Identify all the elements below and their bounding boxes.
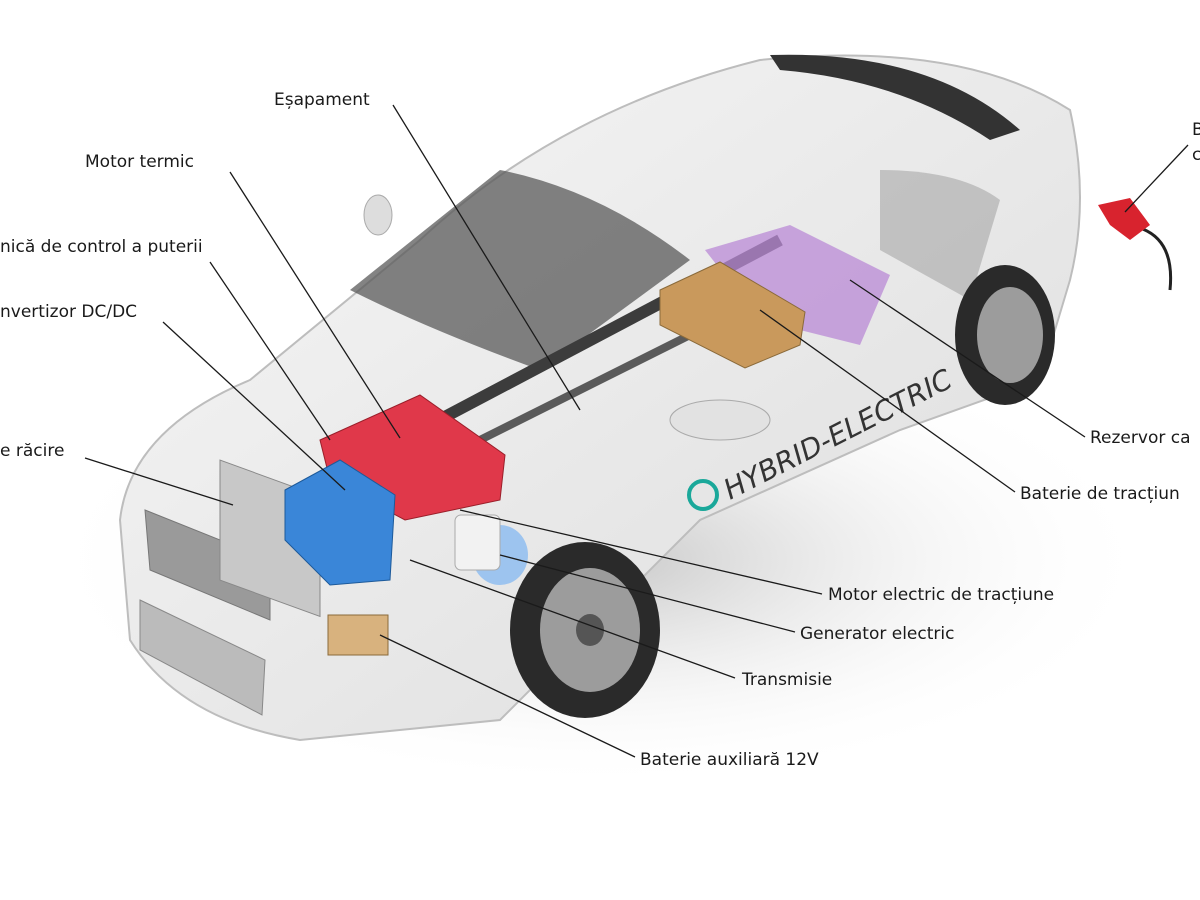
label-traction-motor: Motor electric de tracțiune [828,585,1055,605]
cable [458,326,702,454]
leader-power-control [209,261,331,441]
leader-aux-battery [379,634,636,758]
rear-wheel [955,265,1055,405]
mirror [669,399,771,441]
label-traction-battery: Baterie de tracțiun [1020,484,1180,504]
side-mirror-left [363,194,393,236]
leader-cooling [84,457,234,506]
label-transmission: Transmisie [742,670,833,690]
aux-battery-component [327,614,389,656]
hybrid-logo [687,479,719,511]
coolant-reservoir [454,514,501,571]
label-fuel-pump-line2: c [1192,145,1200,165]
windshield [350,170,690,370]
front-wheel [510,542,660,718]
label-dcdc: nvertizor DC/DC [0,302,138,322]
label-generator: Generator electric [800,624,955,644]
leader-transmission [409,559,736,679]
power-electronics-box [659,261,806,369]
leader-fuel-pump [1124,144,1189,213]
label-aux-battery: Baterie auxiliară 12V [640,750,819,770]
lower-grille [139,599,266,716]
label-power-control: nică de control a puterii [0,237,203,257]
inverter-component [284,459,396,586]
leader-traction-battery [759,309,1016,493]
roof-glass [770,54,1020,140]
fuel-hose [1139,226,1173,291]
label-engine: Motor termic [85,152,194,172]
leader-generator [499,554,796,633]
leader-exhaust [392,104,581,411]
leader-dcdc [162,321,346,491]
traction-battery-component [705,225,890,345]
label-exhaust: Eșapament [274,90,370,110]
leader-fuel-tank [849,279,1086,438]
leader-traction-motor [459,509,823,595]
label-cooling: e răcire [0,441,65,461]
fuel-nozzle-icon [1098,198,1150,240]
leader-engine [229,171,401,439]
label-fuel-pump-line1: B [1192,120,1200,140]
leader-lines [84,104,1189,758]
label-fuel-tank: Rezervor ca [1090,428,1191,448]
rear-window [880,170,1000,300]
